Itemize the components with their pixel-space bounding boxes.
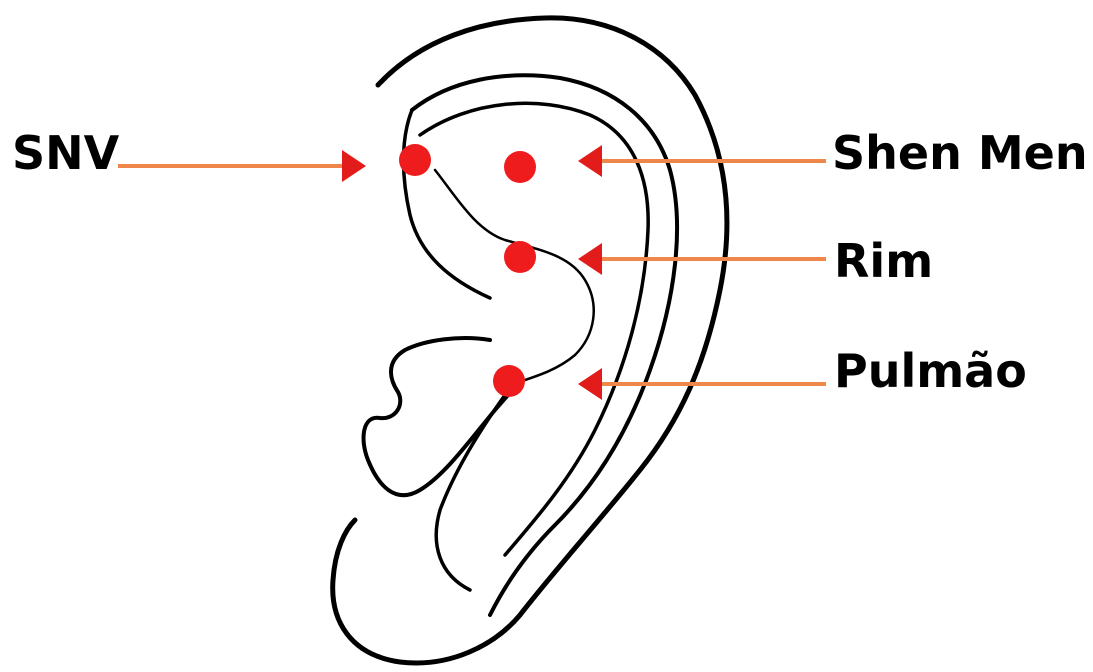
shen-men-point-icon [504,151,536,183]
lobe-inner [436,395,505,590]
arrows [118,145,826,400]
helix-crus [404,110,491,298]
antihelix-inner [435,170,594,385]
rim-arrow [578,243,826,275]
label-snv: SNV [12,130,119,176]
snv-point-icon [399,144,431,176]
concha [364,338,520,495]
ear-outline-icon [333,18,727,663]
shen-men-arrow [578,145,826,177]
rim-point-icon [504,241,536,273]
outer-helix [333,18,727,663]
points [399,144,536,397]
snv-arrow [118,150,366,182]
pulmao-point-icon [493,365,525,397]
label-shen-men: Shen Men [832,130,1088,176]
snv-arrow-head [342,150,366,182]
pulmao-arrow [578,368,826,400]
inner-helix [412,75,677,615]
label-rim: Rim [834,238,933,284]
pulmao-arrow-head [578,368,602,400]
label-pulmao: Pulmão [834,348,1027,394]
rim-arrow-head [578,243,602,275]
shen-men-arrow-head [578,145,602,177]
